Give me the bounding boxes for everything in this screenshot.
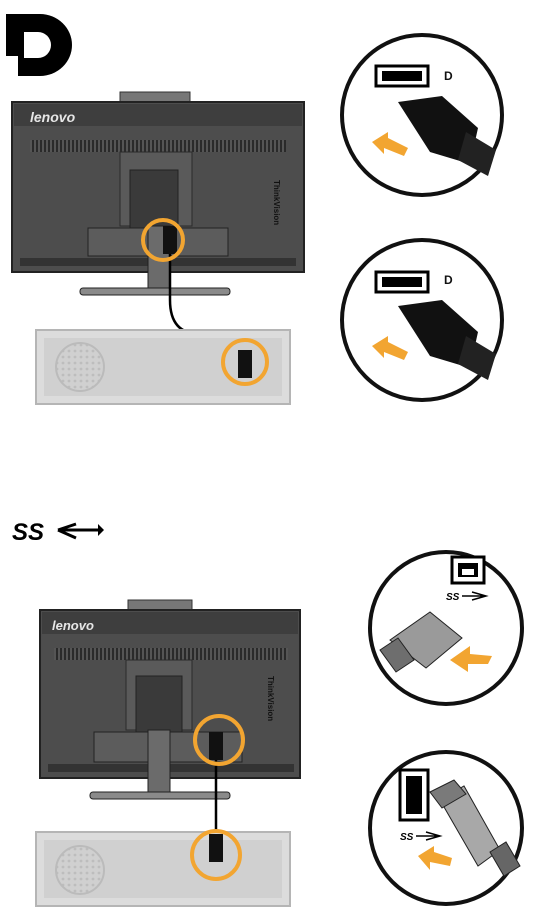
zoom-usb-pc: SS <box>370 752 522 904</box>
displayport-icon <box>6 14 72 76</box>
computer-case-usb <box>36 832 290 906</box>
monitor-rear-displayport: lenovo ThinkVision <box>12 92 304 295</box>
monitor-model-label: ThinkVision <box>266 676 275 721</box>
usb-superspeed-icon: SS <box>12 519 104 546</box>
monitor-model-label: ThinkVision <box>272 180 281 225</box>
usb-port-symbol: SS <box>400 832 414 843</box>
usb-port-symbol: SS <box>446 592 460 603</box>
monitor-brand-label: lenovo <box>52 618 94 633</box>
zoom-displayport-monitor: D <box>342 35 502 195</box>
displayport-plug-pc <box>238 350 252 378</box>
displayport-port-symbol: D <box>444 273 453 287</box>
usb-plug-monitor <box>209 732 223 760</box>
displayport-port-symbol: D <box>444 69 453 83</box>
usb-plug-pc <box>209 834 223 862</box>
monitor-brand-label: lenovo <box>30 109 76 125</box>
zoom-displayport-pc: D <box>342 240 502 400</box>
monitor-rear-usb: lenovo ThinkVision <box>40 600 300 799</box>
displayport-plug-monitor <box>163 226 177 254</box>
usb-icon-label: SS <box>12 519 44 546</box>
zoom-usb-monitor: SS <box>370 552 522 704</box>
